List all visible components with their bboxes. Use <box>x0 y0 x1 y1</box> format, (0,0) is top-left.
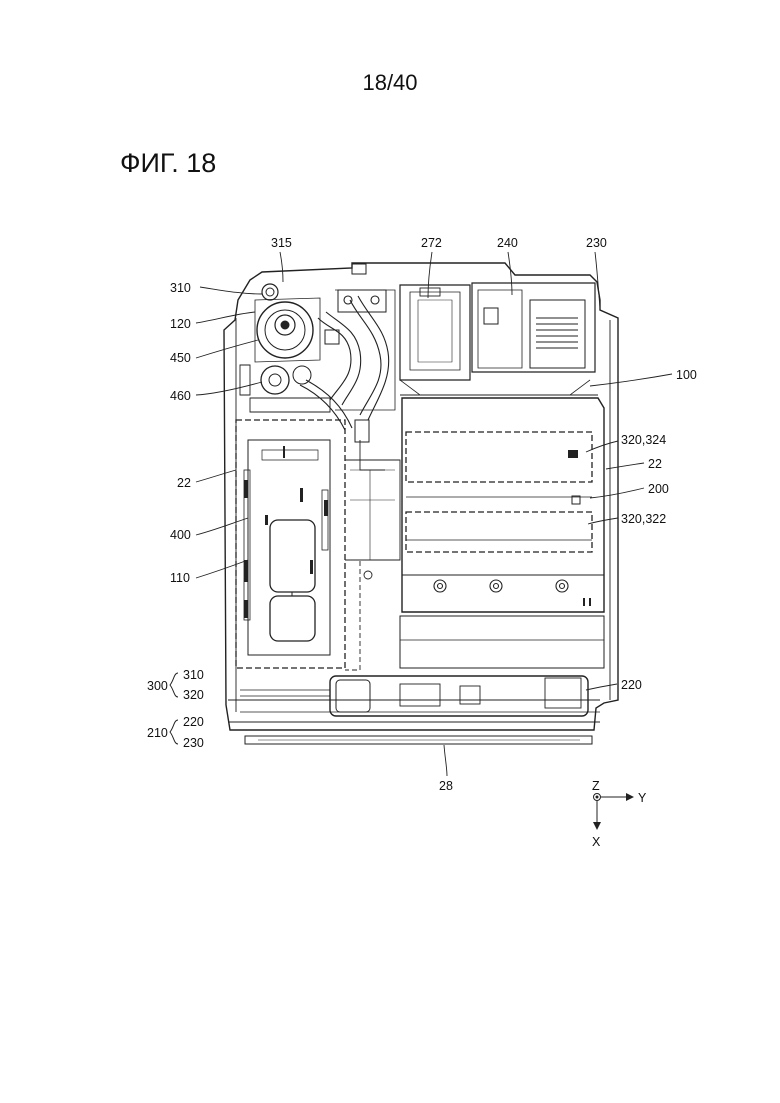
tank-area <box>400 283 598 395</box>
ref-460: 460 <box>170 389 191 403</box>
drum-compartment <box>400 398 604 668</box>
bottom-tray <box>240 676 600 716</box>
leader-lines <box>196 252 672 776</box>
ref-28: 28 <box>439 779 453 793</box>
ref-320-324: 320,324 <box>621 433 666 447</box>
ref-300: 300 <box>147 679 168 693</box>
ref-220: 220 <box>621 678 642 692</box>
ref-450: 450 <box>170 351 191 365</box>
ref-300-310: 310 <box>183 668 204 682</box>
control-box <box>236 420 400 670</box>
ref-210: 210 <box>147 726 168 740</box>
ref-120: 120 <box>170 317 191 331</box>
ref-22-right: 22 <box>648 457 662 471</box>
ref-110: 110 <box>170 571 190 585</box>
ref-230-top: 230 <box>586 236 607 250</box>
ref-320-322: 320,322 <box>621 512 666 526</box>
tubing <box>300 264 395 470</box>
ref-310: 310 <box>170 281 191 295</box>
axis-y-label: Y <box>638 791 647 805</box>
axis-x-label: X <box>592 835 601 849</box>
fan-assembly <box>240 284 330 412</box>
ref-22-left: 22 <box>177 476 191 490</box>
ref-240: 240 <box>497 236 518 250</box>
ref-400: 400 <box>170 528 191 542</box>
braces <box>170 673 178 744</box>
ref-300-320: 320 <box>183 688 204 702</box>
ref-210-220: 220 <box>183 715 204 729</box>
axis-z-label: Z <box>592 779 600 793</box>
ref-210-230: 230 <box>183 736 204 750</box>
ref-100: 100 <box>676 368 697 382</box>
ref-200: 200 <box>648 482 669 496</box>
ref-272: 272 <box>421 236 442 250</box>
ref-315: 315 <box>271 236 292 250</box>
axis-indicator <box>593 793 634 830</box>
